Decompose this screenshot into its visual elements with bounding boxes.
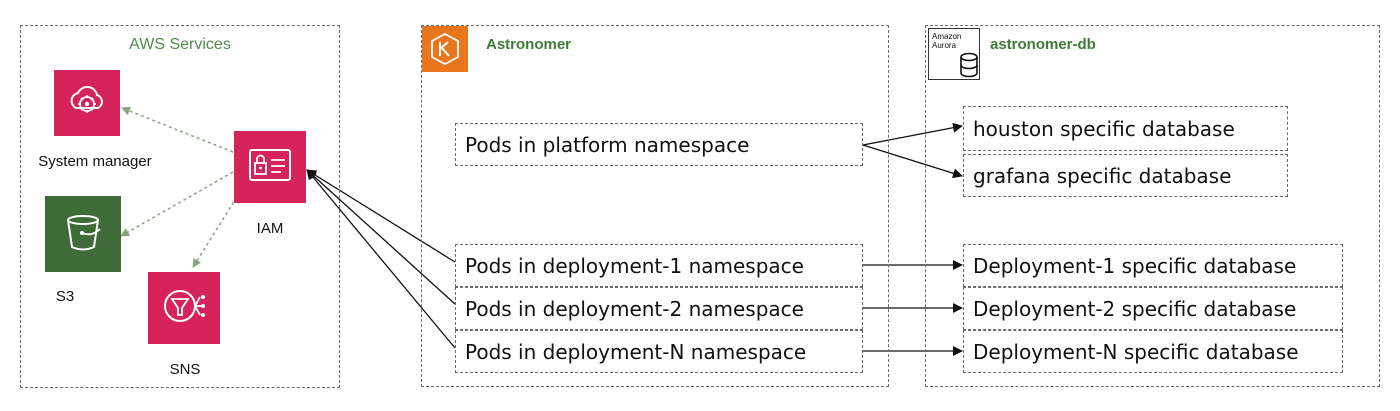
sns-service[interactable] bbox=[148, 272, 220, 344]
kubernetes-k-icon bbox=[422, 26, 468, 72]
edge-deploymentn-to-iam bbox=[306, 169, 456, 349]
deployment-2-database-node[interactable]: Deployment-2 specific database bbox=[963, 287, 1343, 330]
aws-services-group: AWS Services bbox=[20, 25, 340, 388]
edge-deployment1-to-iam bbox=[306, 169, 456, 263]
astronomer-group: Astronomer bbox=[421, 25, 889, 387]
astronomer-db-group: Amazon Aurora astronomer-db bbox=[925, 25, 1380, 387]
deployment-2-namespace-node[interactable]: Pods in deployment-2 namespace bbox=[455, 287, 863, 330]
deployment-n-namespace-node[interactable]: Pods in deployment-N namespace bbox=[455, 330, 863, 373]
system-manager-service[interactable] bbox=[54, 70, 120, 136]
astronomer-title: Astronomer bbox=[486, 36, 572, 53]
cloud-gear-icon bbox=[64, 78, 110, 129]
deployment-n-database-node[interactable]: Deployment-N specific database bbox=[963, 330, 1343, 373]
deployment-1-database-node[interactable]: Deployment-1 specific database bbox=[963, 244, 1343, 287]
edge-iam-to-sns bbox=[192, 191, 241, 268]
edge-iam-to-system-manager bbox=[121, 106, 234, 153]
bucket-icon bbox=[58, 207, 108, 262]
edge-platform-to-grafana bbox=[862, 144, 963, 179]
edge-platform-to-houston bbox=[862, 122, 963, 146]
astronomer-db-title: astronomer-db bbox=[990, 36, 1096, 53]
funnel-fanout-icon bbox=[159, 281, 209, 336]
aws-services-title: AWS Services bbox=[129, 36, 231, 53]
sns-label: SNS bbox=[169, 361, 201, 378]
platform-namespace-node[interactable]: Pods in platform namespace bbox=[455, 123, 863, 166]
aurora-logo-text: Amazon Aurora bbox=[932, 32, 962, 50]
s3-label: S3 bbox=[55, 288, 75, 305]
system-manager-label: System manager bbox=[38, 153, 152, 170]
grafana-database-node[interactable]: grafana specific database bbox=[963, 154, 1288, 197]
s3-service[interactable] bbox=[45, 196, 121, 272]
id-card-lock-icon bbox=[245, 140, 295, 195]
edge-deployment2-to-iam bbox=[306, 169, 456, 305]
iam-label: IAM bbox=[256, 220, 284, 237]
deployment-1-namespace-node[interactable]: Pods in deployment-1 namespace bbox=[455, 244, 863, 287]
houston-database-node[interactable]: houston specific database bbox=[963, 106, 1288, 151]
aurora-database-icon: Amazon Aurora bbox=[928, 28, 980, 80]
iam-service[interactable] bbox=[234, 131, 306, 203]
